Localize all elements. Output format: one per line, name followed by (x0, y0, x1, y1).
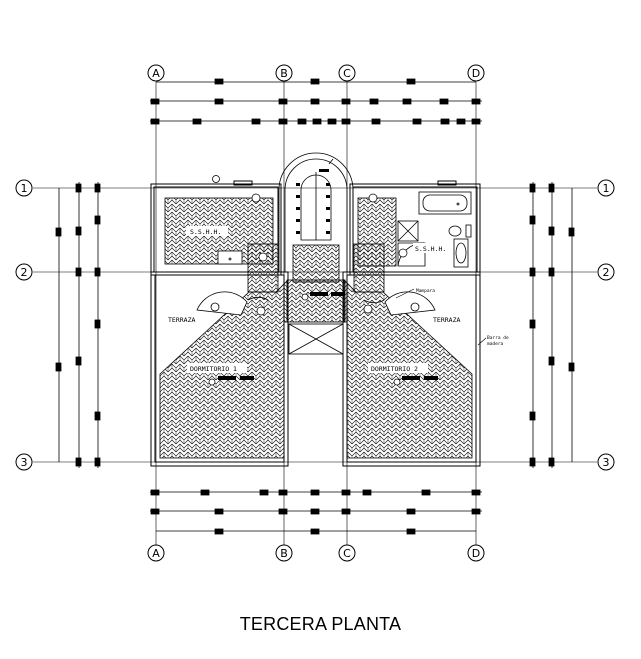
dimension-lines-bottom (150, 489, 482, 535)
axis-label-b-bottom: B (280, 547, 288, 560)
axis-bubbles (15, 64, 615, 562)
room-label-bedroom-1: DORMITORIO 1 (190, 365, 237, 373)
axis-label-2-right: 2 (603, 266, 610, 279)
door-swings (196, 291, 436, 316)
room-label-bath-right: S.S.H.H. (415, 245, 446, 253)
axis-label-3-left: 3 (21, 456, 28, 469)
axis-label-c-bottom: C (343, 547, 351, 560)
note-barra-line-2: madera (487, 341, 504, 347)
axis-label-1-left: 1 (21, 182, 28, 195)
axis-label-b-top: B (280, 67, 288, 80)
room-label-bath-left: S.S.H.H. (190, 228, 221, 236)
drawing-title: TERCERA PLANTA (239, 614, 402, 634)
axis-label-1-right: 1 (603, 182, 610, 195)
axis-label-c-top: C (343, 67, 351, 80)
staircase (278, 152, 354, 272)
room-labels: S.S.H.H. S.S.H.H. TERRAZA TERRAZA DORMIT… (168, 226, 509, 373)
axis-label-a-bottom: A (152, 547, 160, 560)
dimension-lines-right (529, 182, 575, 468)
annotation-leaders (395, 288, 487, 346)
note-barra-line-1: Barra de (487, 335, 509, 341)
level-markers (208, 193, 408, 386)
room-label-bedroom-2: DORMITORIO 2 (371, 365, 418, 373)
room-label-terrace-left: TERRAZA (168, 316, 195, 324)
dimension-lines-left (55, 182, 101, 468)
central-void (288, 323, 344, 355)
axis-label-a-top: A (152, 67, 160, 80)
axis-label-d-top: D (472, 67, 480, 80)
dimension-lines-top (150, 78, 482, 125)
note-mampara: Mampara (416, 288, 435, 294)
section-tags (218, 292, 438, 380)
axis-label-2-left: 2 (21, 266, 28, 279)
axis-label-3-right: 3 (603, 456, 610, 469)
room-label-terrace-right: TERRAZA (433, 316, 460, 324)
building-walls (150, 180, 481, 467)
axis-label-d-bottom: D (472, 547, 480, 560)
axis-labels: A B C D A B C D 1 2 3 1 2 3 (21, 67, 610, 560)
